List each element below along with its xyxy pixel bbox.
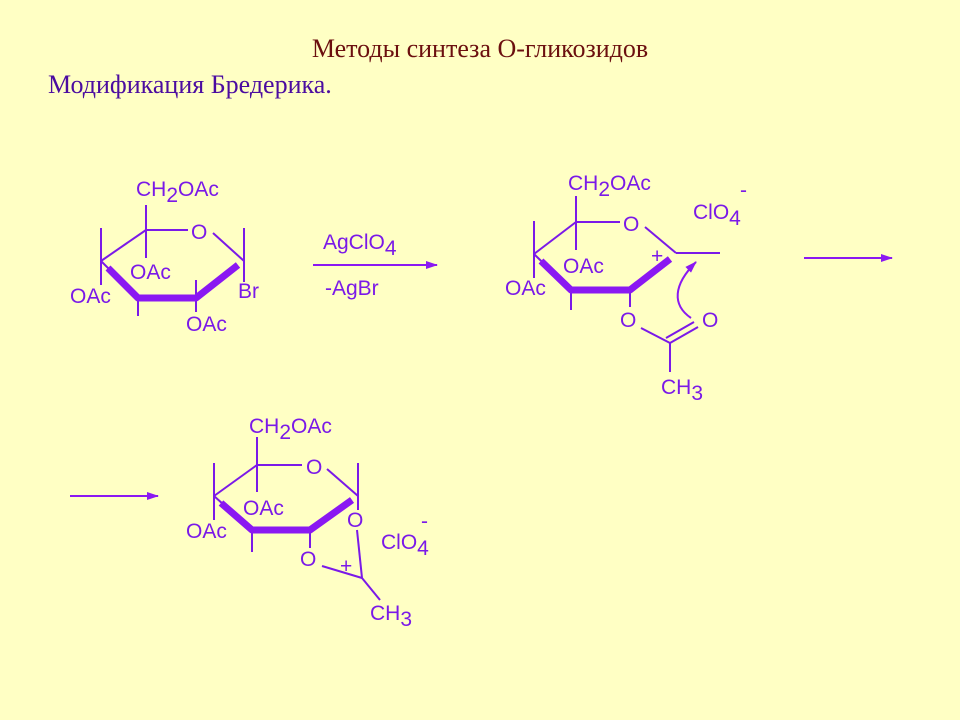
ring-oxygen-label: O <box>191 221 207 244</box>
oac-c4-label: OAc <box>505 277 546 300</box>
ring-oxygen-label: O <box>306 456 322 479</box>
bromine-label: Br <box>238 280 259 303</box>
methyl-label: CH3 <box>661 376 703 405</box>
page-title: Методы синтеза O-гликозидов <box>311 34 649 63</box>
oac-c2-label: OAc <box>186 313 227 336</box>
carbonyl-oxygen-label: O <box>702 309 718 332</box>
perchlorate-label: ClO4 <box>381 531 429 560</box>
ring-oxygen-label: O <box>623 213 639 236</box>
ch2oac-label: CH2OAc <box>568 172 651 201</box>
oac-c3-label: OAc <box>130 261 171 284</box>
glycosyl-bromide-molecule: CH2OAc O OAc OAc OAc Br <box>70 178 259 336</box>
anomeric-oxygen-label: O <box>347 509 363 532</box>
acyloxonium-product: CH2OAc O OAc OAc O O + CH3 ClO4 - <box>186 415 429 631</box>
oac-c4-label: OAc <box>186 520 227 543</box>
acyl-oxygen-label: O <box>620 309 636 332</box>
perchlorate-label: ClO4 <box>693 201 741 230</box>
ch2oac-label: CH2OAc <box>249 415 332 444</box>
positive-charge-label: + <box>340 555 352 578</box>
oac-c4-label: OAc <box>70 285 111 308</box>
oac-c3-label: OAc <box>243 497 284 520</box>
c2-oxygen-label: O <box>300 548 316 571</box>
byproduct-label: -AgBr <box>325 277 379 300</box>
reaction-arrow-1: AgClO4 -AgBr <box>313 231 438 300</box>
page-subtitle: Модификация Бредерика. <box>48 70 332 99</box>
oac-c3-label: OAc <box>563 255 604 278</box>
ch2oac-label: CH2OAc <box>136 178 219 207</box>
reagent-label: AgClO4 <box>323 231 397 260</box>
negative-charge-label: - <box>740 179 747 202</box>
positive-charge-label: + <box>651 245 663 268</box>
negative-charge-label: - <box>421 510 428 533</box>
oxocarbenium-intermediate: CH2OAc O + OAc OAc O O CH3 ClO4 - <box>505 172 747 405</box>
methyl-label: CH3 <box>370 602 412 631</box>
